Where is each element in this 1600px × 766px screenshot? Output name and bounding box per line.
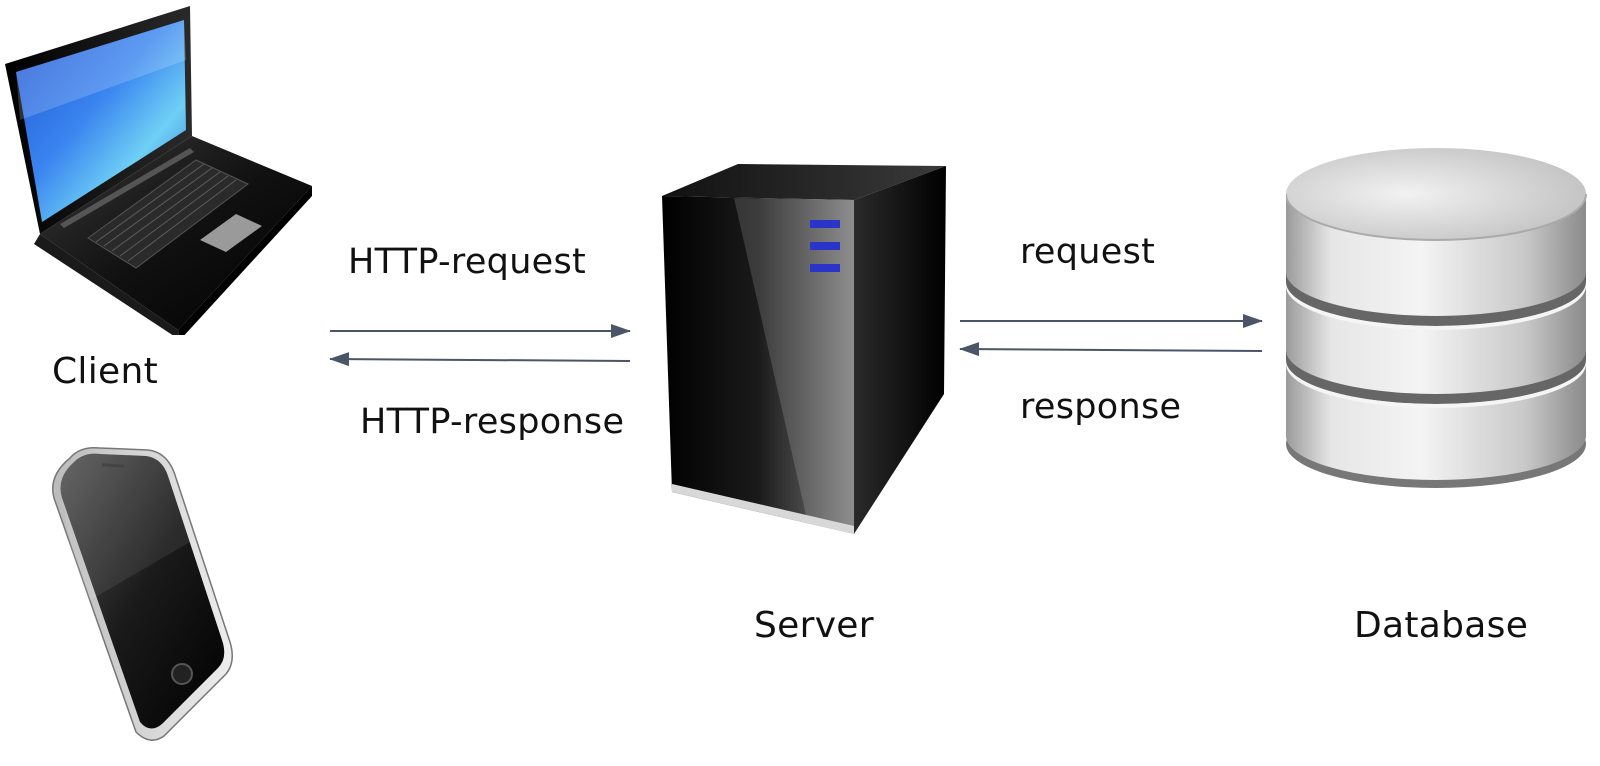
arrow-server-to-client — [329, 352, 631, 367]
laptop-icon — [0, 0, 320, 340]
server-label: Server — [754, 605, 874, 646]
database-cylinder-icon — [1285, 144, 1592, 494]
client-label: Client — [52, 351, 159, 392]
http-request-label: HTTP-request — [348, 242, 587, 282]
response-label: response — [1020, 387, 1182, 427]
database-label: Database — [1354, 605, 1529, 646]
request-label: request — [1020, 232, 1156, 272]
smartphone-icon — [40, 446, 240, 742]
arrow-database-to-server — [959, 342, 1263, 357]
http-response-label: HTTP-response — [360, 402, 625, 442]
server-tower-icon — [660, 162, 950, 536]
